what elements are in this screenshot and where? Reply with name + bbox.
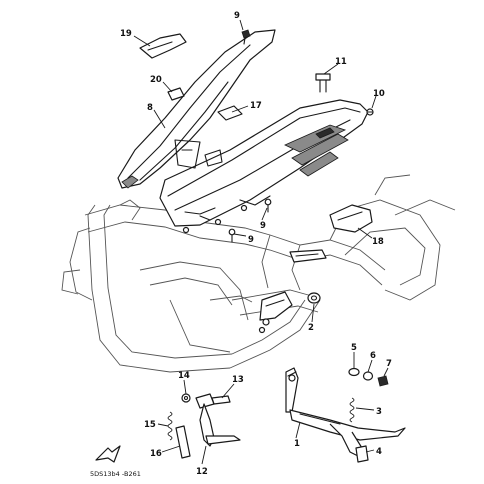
callout-13: 13 — [232, 375, 244, 385]
nut-part-14 — [181, 393, 191, 403]
spring-part-3 — [349, 397, 355, 423]
screw-part-9-low — [228, 228, 236, 243]
label-part-20 — [167, 87, 185, 101]
callout-19: 19 — [120, 29, 132, 39]
washer-part-6 — [362, 371, 374, 381]
front-arrow-icon — [95, 445, 121, 463]
stand-bracket — [258, 249, 327, 334]
callout-2: 2 — [308, 323, 314, 333]
callout-10: 10 — [373, 89, 385, 99]
sleeve-part-16 — [175, 425, 191, 459]
cover-part-19 — [139, 33, 187, 59]
callout-20: 20 — [150, 75, 162, 85]
callout-4: 4 — [376, 447, 382, 457]
callout-11: 11 — [335, 57, 347, 67]
screw-part-10 — [366, 108, 374, 116]
callout-18: 18 — [372, 237, 384, 247]
diagram-code: 5DS13b4 -B261 — [90, 470, 141, 478]
callout-9-mid: 9 — [260, 221, 266, 231]
callout-1: 1 — [294, 439, 300, 449]
main-stand-part-1 — [285, 367, 406, 457]
rubber-part-4 — [355, 445, 369, 463]
callout-16: 16 — [150, 449, 162, 459]
bolt-part-7 — [377, 375, 389, 387]
callout-3: 3 — [376, 407, 382, 417]
callout-5: 5 — [351, 343, 357, 353]
callout-12: 12 — [196, 467, 208, 477]
callout-14: 14 — [178, 371, 190, 381]
screw-part-9-mid — [264, 198, 272, 213]
callout-6: 6 — [370, 351, 376, 361]
callout-15: 15 — [144, 420, 156, 430]
label-part-17 — [217, 105, 243, 121]
callout-8: 8 — [147, 103, 153, 113]
grommet-part-11 — [315, 73, 331, 93]
frame-outline — [61, 174, 456, 373]
bushing-part-2 — [307, 292, 321, 304]
callout-17: 17 — [250, 101, 262, 111]
floorboard-assembly — [159, 99, 369, 234]
callout-9-low: 9 — [248, 235, 254, 245]
callout-labels: 19 9 20 8 17 11 10 9 9 18 2 1 3 4 5 6 7 … — [120, 11, 392, 477]
washer-part-5 — [348, 367, 360, 377]
cover-part-18 — [329, 204, 373, 233]
spring-part-15 — [167, 411, 173, 441]
side-cover-part-8 — [117, 29, 276, 189]
callout-9-top: 9 — [234, 11, 240, 21]
leader-lines — [133, 19, 389, 465]
bolt-part-13 — [211, 395, 231, 405]
screw-part-9-top — [241, 29, 251, 45]
callout-7: 7 — [386, 359, 392, 369]
